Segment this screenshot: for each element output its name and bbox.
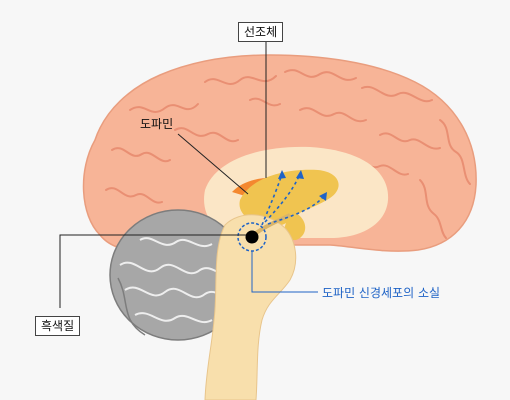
dopamine-label: 도파민: [140, 117, 174, 131]
arrow-heads: [278, 170, 327, 201]
neuron-loss-label: 도파민 신경세포의 소실: [322, 286, 441, 300]
cerebellum: [109, 209, 247, 341]
leader-lines: [59, 42, 267, 308]
striatum-tail: [284, 210, 306, 241]
substantia-nigra-dot: [245, 230, 259, 244]
striatum-shape: [239, 169, 339, 227]
brainstem: [204, 214, 297, 400]
substantia-nigra-label: 흑색질: [35, 316, 81, 336]
neuron-loss-leader: [251, 251, 318, 293]
dashed-blue-arrows: [261, 173, 325, 226]
striatum-label: 선조체: [238, 22, 284, 42]
